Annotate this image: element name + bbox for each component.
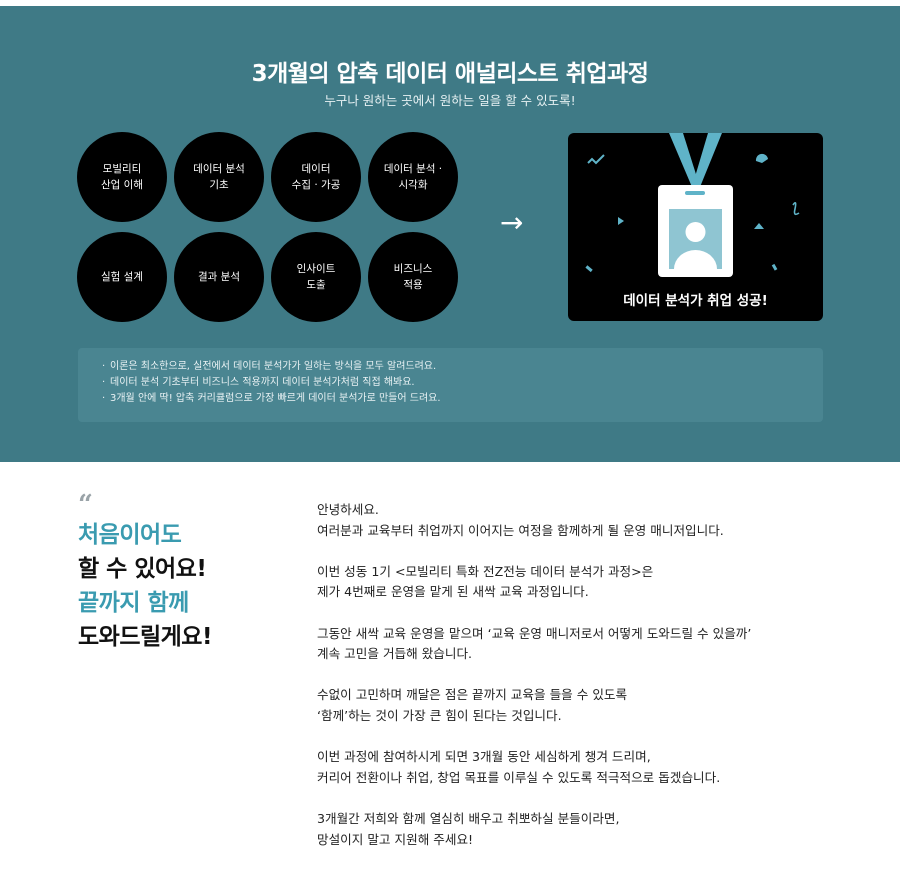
letter-line: 3개월간 저희와 함께 열심히 배우고 취뽀하실 분들이라면, <box>317 810 620 826</box>
note-item: 이론은 최소한으로, 실전에서 데이터 분석가가 일하는 방식을 모두 알려드려… <box>102 359 823 375</box>
curriculum-step: 결과 분석 <box>174 232 264 322</box>
letter-paragraph: 이번 성동 1기 <모빌리티 특화 전Z전능 데이터 분석가 과정>은 제가 4… <box>317 562 877 603</box>
confetti-bar <box>771 263 778 271</box>
badge-clip <box>685 191 705 195</box>
manager-letter: 안녕하세요. 여러분과 교육부터 취업까지 이어지는 여정을 함께하게 될 운영… <box>317 500 877 871</box>
letter-paragraph: 3개월간 저희와 함께 열심히 배우고 취뽀하실 분들이라면, 망설이지 말고 … <box>317 809 877 850</box>
notes-box: 이론은 최소한으로, 실전에서 데이터 분석가가 일하는 방식을 모두 알려드려… <box>78 348 823 422</box>
letter-paragraph: 이번 과정에 참여하시게 되면 3개월 동안 세심하게 챙겨 드리며, 커리어 … <box>317 747 877 788</box>
curriculum-step: 데이터 분석 기초 <box>174 132 264 222</box>
id-badge-icon <box>585 133 800 277</box>
headline-line: 도와드릴게요! <box>78 624 212 650</box>
letter-line: 망설이지 말고 지원해 주세요! <box>317 831 474 847</box>
curriculum-circles: 모빌리티 산업 이해 데이터 분석 기초 데이터 수집 · 가공 데이터 분석 … <box>77 132 467 322</box>
top-strip <box>0 0 900 6</box>
letter-line: 이번 과정에 참여하시게 되면 3개월 동안 세심하게 챙겨 드리며, <box>317 749 651 765</box>
notes-list: 이론은 최소한으로, 실전에서 데이터 분석가가 일하는 방식을 모두 알려드려… <box>102 359 823 407</box>
intro-section: “ 처음이어도 할 수 있어요! 끝까지 함께 도와드릴게요! 안녕하세요. 여… <box>0 462 900 880</box>
headline-line: 할 수 있어요! <box>78 556 207 582</box>
letter-line: 계속 고민을 거듭해 왔습니다. <box>317 646 473 662</box>
hero-title: 3개월의 압축 데이터 애널리스트 취업과정 <box>251 61 649 87</box>
letter-paragraph: 그동안 새싹 교육 운영을 맡으며 ‘교육 운영 매니저로서 어떻게 도와드릴 … <box>317 624 877 665</box>
avatar-head <box>685 222 706 242</box>
confetti-squiggle <box>792 201 800 216</box>
letter-paragraph: 안녕하세요. 여러분과 교육부터 취업까지 이어지는 여정을 함께하게 될 운영… <box>317 500 877 541</box>
success-card: 데이터 분석가 취업 성공! <box>568 133 823 321</box>
letter-line: 수없이 고민하며 깨달은 점은 끝까지 교육을 들을 수 있도록 <box>317 687 628 703</box>
curriculum-step: 데이터 분석 · 시각화 <box>368 132 458 222</box>
headline-line: 끝까지 함께 <box>78 590 189 616</box>
note-item: 데이터 분석 기초부터 비즈니스 적용까지 데이터 분석가처럼 직접 해봐요. <box>102 375 823 391</box>
confetti-triangle <box>754 223 764 229</box>
confetti-semicircle <box>755 153 768 163</box>
note-item: 3개월 안에 딱! 압축 커리큘럼으로 가장 빠르게 데이터 분석가로 만들어 … <box>102 391 823 407</box>
letter-line: 여러분과 교육부터 취업까지 이어지는 여정을 함께하게 될 운영 매니저입니다… <box>317 522 724 538</box>
confetti-zigzag <box>587 154 605 165</box>
confetti-triangle <box>618 217 624 225</box>
letter-line: 제가 4번째로 운영을 맡게 된 새싹 교육 과정입니다. <box>317 584 589 600</box>
letter-line: 그동안 새싹 교육 운영을 맡으며 ‘교육 운영 매니저로서 어떻게 도와드릴 … <box>317 625 752 641</box>
hero-section: 3개월의 압축 데이터 애널리스트 취업과정 누구나 원하는 곳에서 원하는 일… <box>0 6 900 462</box>
headline-line: 처음이어도 <box>78 522 182 548</box>
letter-paragraph: 수없이 고민하며 깨달은 점은 끝까지 교육을 들을 수 있도록 ‘함께’하는 … <box>317 685 877 726</box>
curriculum-step: 데이터 수집 · 가공 <box>271 132 361 222</box>
curriculum-step: 비즈니스 적용 <box>368 232 458 322</box>
confetti-bar <box>585 265 593 273</box>
lanyard-left <box>669 133 700 187</box>
curriculum-step: 인사이트 도출 <box>271 232 361 322</box>
arrow-right-icon: → <box>500 206 524 239</box>
success-caption: 데이터 분석가 취업 성공! <box>623 293 768 309</box>
letter-line: ‘함께’하는 것이 가장 큰 힘이 된다는 것입니다. <box>317 707 562 723</box>
intro-headline: 처음이어도 할 수 있어요! 끝까지 함께 도와드릴게요! <box>78 518 212 654</box>
curriculum-step: 모빌리티 산업 이해 <box>77 132 167 222</box>
curriculum-step: 실험 설계 <box>77 232 167 322</box>
letter-line: 안녕하세요. <box>317 502 379 517</box>
avatar-body <box>674 250 717 269</box>
hero-subtitle: 누구나 원하는 곳에서 원하는 일을 할 수 있도록! <box>324 93 576 108</box>
lanyard-right <box>692 133 722 187</box>
letter-line: 이번 성동 1기 <모빌리티 특화 전Z전능 데이터 분석가 과정>은 <box>317 563 654 579</box>
quote-mark-icon: “ <box>78 490 93 520</box>
letter-line: 커리어 전환이나 취업, 창업 목표를 이루실 수 있도록 적극적으로 돕겠습니… <box>317 769 721 785</box>
